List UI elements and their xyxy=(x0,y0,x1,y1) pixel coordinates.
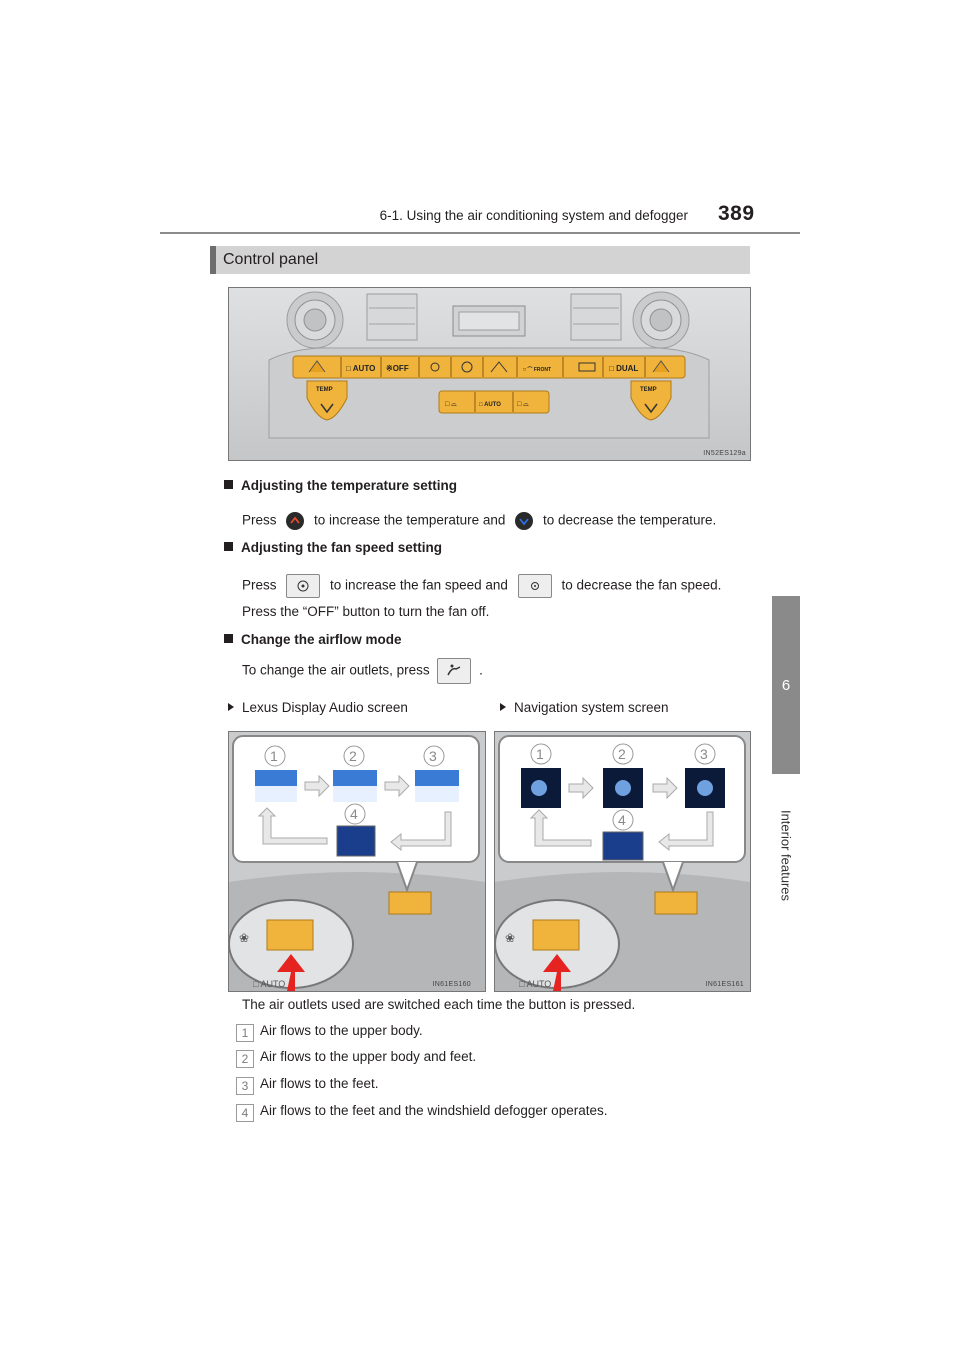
svg-text:1: 1 xyxy=(270,748,278,764)
navigation-system-figure: 1 2 3 4 □ AUTO ❀ IN61ES161 xyxy=(494,731,751,992)
list-number-badge: 4 xyxy=(236,1104,254,1122)
svg-text:2: 2 xyxy=(349,748,357,764)
svg-text:3: 3 xyxy=(429,748,437,764)
svg-text:□ AUTO: □ AUTO xyxy=(253,979,285,989)
triangle-bullet-icon xyxy=(500,703,506,711)
lexus-display-audio-illustration: 1 2 3 4 □ AUTO ❀ xyxy=(229,732,485,991)
step-badges: 1 2 3 4 xyxy=(264,745,445,825)
svg-text:3: 3 xyxy=(700,746,708,762)
section-title-accent xyxy=(210,246,216,274)
chapter-title: Interior features xyxy=(778,809,794,902)
temperature-instruction: Press to increase the temperature and to… xyxy=(242,512,716,530)
temp-label-right: TEMP xyxy=(640,387,657,393)
panel-auto-label: AUTO xyxy=(353,364,376,373)
running-header: 6-1. Using the air conditioning system a… xyxy=(379,208,688,223)
svg-text:□ ⌓: □ ⌓ xyxy=(445,401,457,408)
airflow-mode-button-icon xyxy=(437,658,472,684)
figure-code-right: IN61ES161 xyxy=(705,981,744,988)
panel-off-label: OFF xyxy=(393,364,409,373)
chapter-number: 6 xyxy=(781,676,791,694)
figure-code: IN52ES129a xyxy=(703,450,746,457)
svg-text:□ AUTO: □ AUTO xyxy=(519,979,551,989)
lexus-display-audio-figure: 1 2 3 4 □ AUTO ❀ IN61ES160 xyxy=(228,731,486,992)
svg-text:❀: ❀ xyxy=(239,931,249,945)
chapter-tab-label: Interior features xyxy=(772,790,800,930)
heading-temperature: Adjusting the temperature setting xyxy=(224,478,457,493)
temp-up-button-icon xyxy=(286,512,305,530)
triangle-bullet-icon xyxy=(228,703,234,711)
svg-text:1: 1 xyxy=(536,746,544,762)
panel-dual-label: DUAL xyxy=(616,364,638,373)
temp-down-button-icon xyxy=(515,512,534,530)
svg-text:□ AUTO: □ AUTO xyxy=(346,364,375,373)
temp-down-right xyxy=(630,380,672,421)
bullet-square-icon xyxy=(224,634,233,643)
header-rule xyxy=(160,232,800,234)
page-number: 389 xyxy=(718,202,755,225)
red-arrow-icon xyxy=(543,954,571,991)
list-number-badge: 1 xyxy=(236,1024,254,1042)
list-number-badge: 2 xyxy=(236,1050,254,1068)
control-panel-figure: □ AUTO ※OFF □ ⌒ FRONT □ DUAL TEMP TEMP □… xyxy=(228,287,751,461)
heading-airflow: Change the airflow mode xyxy=(224,632,402,647)
temp-down-left xyxy=(306,380,348,421)
temp-label-left: TEMP xyxy=(316,387,333,393)
outlets-intro: The air outlets used are switched each t… xyxy=(242,997,636,1012)
svg-text:□ ⌓: □ ⌓ xyxy=(517,401,529,408)
red-arrow-icon xyxy=(277,954,305,991)
list-item: Air flows to the feet and the windshield… xyxy=(260,1103,608,1118)
svg-text:※OFF: ※OFF xyxy=(386,364,409,373)
list-number-badge: 3 xyxy=(236,1077,254,1095)
navigation-system-label: Navigation system screen xyxy=(500,700,669,715)
step-badges: 1 2 3 4 xyxy=(530,743,716,831)
svg-text:□ DUAL: □ DUAL xyxy=(609,364,638,373)
fan-instruction: Press to increase the fan speed and to d… xyxy=(242,574,721,598)
mode-tiles xyxy=(521,768,725,861)
svg-text:2: 2 xyxy=(618,746,626,762)
bullet-square-icon xyxy=(224,480,233,489)
section-title: Control panel xyxy=(223,251,319,268)
list-item: Air flows to the upper body. xyxy=(260,1023,423,1038)
panel-front-label: FRONT xyxy=(534,367,551,373)
mode-tiles xyxy=(255,770,459,857)
svg-text:4: 4 xyxy=(618,812,626,828)
svg-text:4: 4 xyxy=(350,806,358,822)
navigation-system-illustration: 1 2 3 4 □ AUTO ❀ xyxy=(495,732,750,991)
airflow-instruction: To change the air outlets, press . xyxy=(242,658,483,684)
bullet-square-icon xyxy=(224,542,233,551)
control-panel-illustration: □ AUTO ※OFF □ ⌒ FRONT □ DUAL TEMP TEMP □… xyxy=(229,288,750,460)
left-round-vent xyxy=(286,291,344,349)
svg-text:□ ⌒ FRONT: □ ⌒ FRONT xyxy=(523,366,551,373)
lower-button-row xyxy=(438,390,550,414)
list-item: Air flows to the upper body and feet. xyxy=(260,1049,477,1064)
figure-code-left: IN61ES160 xyxy=(432,981,471,988)
svg-text:❀: ❀ xyxy=(505,931,515,945)
svg-text:□ AUTO: □ AUTO xyxy=(479,402,501,408)
list-item: Air flows to the feet. xyxy=(260,1076,379,1091)
heading-fan-speed: Adjusting the fan speed setting xyxy=(224,540,442,555)
chapter-tab: 6 xyxy=(772,596,800,774)
section-title-bar xyxy=(210,246,750,274)
lower-auto-label: AUTO xyxy=(484,402,501,408)
fan-up-button-icon xyxy=(286,574,321,598)
top-button-row xyxy=(292,355,686,379)
right-round-vent xyxy=(632,291,690,349)
fan-off-note: Press the “OFF” button to turn the fan o… xyxy=(242,604,490,619)
fan-down-button-icon xyxy=(517,574,552,598)
lexus-display-audio-label: Lexus Display Audio screen xyxy=(228,700,408,715)
